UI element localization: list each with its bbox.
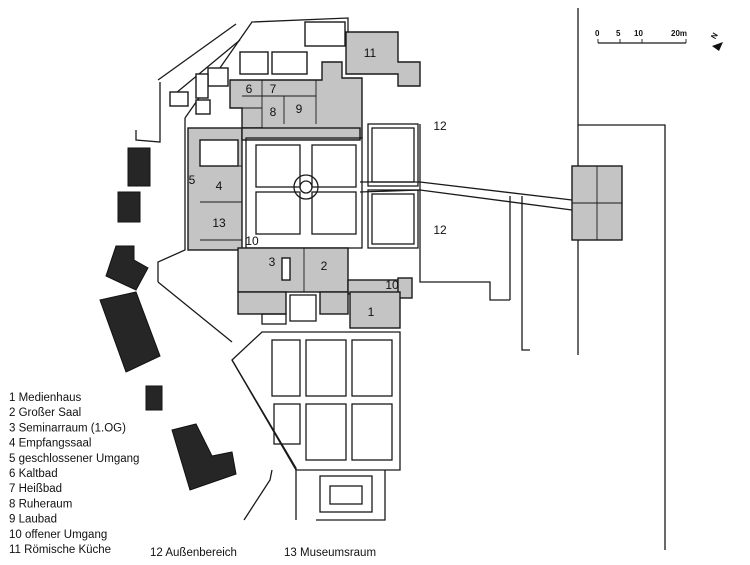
legend-item-4: 4 Empfangssaal: [9, 438, 91, 450]
main-hall-block: [237, 247, 413, 315]
legend-item-7: 7 Heißbad: [9, 483, 62, 495]
room-label-12-north: 12: [433, 119, 447, 133]
scale-bar: 0 5 10 20m: [595, 29, 687, 44]
east-boundary: [577, 8, 666, 550]
legend-item-3: 3 Seminarraum (1.OG): [9, 422, 126, 434]
room-label-12-south: 12: [433, 223, 447, 237]
room-label-1: 1: [368, 305, 375, 319]
legend-item-11: 11 Römische Küche: [9, 544, 111, 556]
room-label-13: 13: [212, 216, 226, 230]
legend-item-10: 10 offener Umgang: [9, 529, 107, 541]
scale-tick-0: 0: [595, 29, 600, 38]
access-road: [359, 124, 573, 351]
legend-item-12: 12 Außenbereich: [150, 547, 237, 559]
south-garden: [231, 331, 401, 513]
scale-tick-20m: 20m: [671, 29, 687, 38]
room-label-6: 6: [246, 82, 253, 96]
legend-bottom: 12 Außenbereich 13 Museumsraum: [150, 547, 376, 559]
west-wing: [187, 127, 361, 251]
legend-item-6: 6 Kaltbad: [9, 468, 58, 480]
room-label-4: 4: [216, 179, 223, 193]
legend: 1 Medienhaus 2 Großer Saal 3 Seminarraum…: [9, 392, 139, 556]
media-house: [319, 291, 401, 329]
room-label-8: 8: [270, 105, 277, 119]
central-garden: [245, 137, 363, 249]
scale-tick-10: 10: [634, 29, 643, 38]
room-label-2: 2: [321, 259, 328, 273]
small-court: [261, 294, 317, 325]
legend-item-1: 1 Medienhaus: [9, 392, 81, 404]
gate-house: [571, 165, 623, 241]
outbuildings: [99, 147, 237, 491]
room-label-10-east: 10: [385, 278, 399, 292]
legend-item-9: 9 Laubad: [9, 514, 57, 526]
room-label-3: 3: [269, 255, 276, 269]
legend-item-5: 5 geschlossener Umgang: [9, 453, 139, 465]
room-label-10-west: 10: [245, 234, 259, 248]
legend-item-13: 13 Museumsraum: [284, 547, 376, 559]
legend-item-8: 8 Ruheraum: [9, 498, 72, 510]
room-label-7: 7: [270, 82, 277, 96]
room-label-9: 9: [296, 102, 303, 116]
room-labels: 1 2 3 4 5 6 7 8 9 10 10 11 12 12 13: [189, 46, 447, 319]
legend-item-2: 2 Großer Saal: [9, 407, 81, 419]
outdoor-courts: [367, 123, 419, 249]
scale-tick-5: 5: [616, 29, 621, 38]
north-arrow-icon: N: [709, 31, 723, 51]
room-label-5: 5: [189, 173, 196, 187]
room-label-11: 11: [364, 46, 377, 60]
service-paths: [169, 21, 346, 115]
roman-kitchen: [345, 31, 421, 87]
north-label: N: [709, 31, 720, 41]
